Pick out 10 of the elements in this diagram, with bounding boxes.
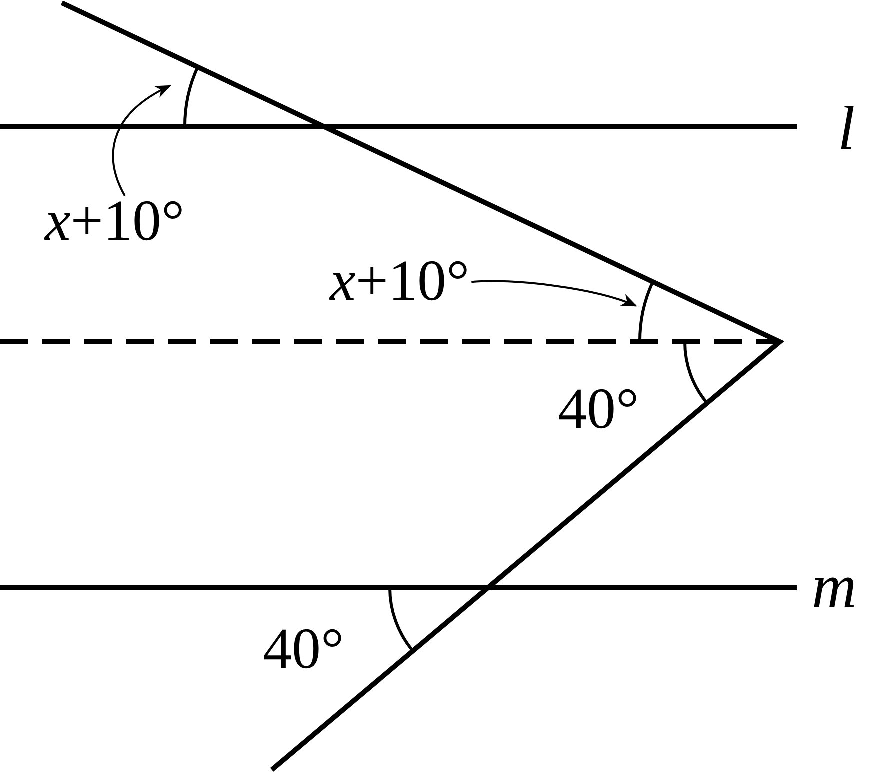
line-label: m xyxy=(812,556,857,618)
angle-label: 40° xyxy=(558,380,640,438)
leader-line xyxy=(112,85,172,196)
angle-label: x+10° xyxy=(330,252,470,310)
leader-line xyxy=(472,280,638,307)
angle-arc xyxy=(184,66,200,128)
line-label: l xyxy=(838,98,856,160)
angle-label: 40° xyxy=(263,620,344,678)
angle-arc xyxy=(638,281,654,342)
angle-label: x+10° xyxy=(45,192,185,250)
